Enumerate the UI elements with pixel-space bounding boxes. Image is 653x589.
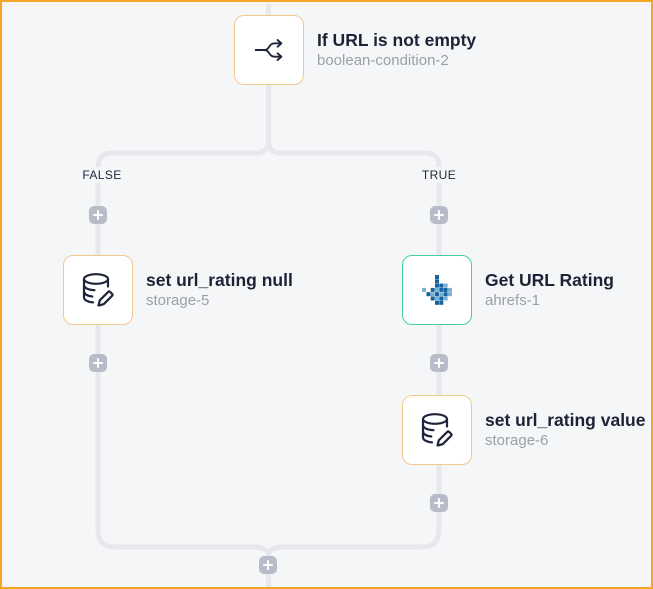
branch-label-true: TRUE bbox=[417, 167, 461, 183]
storage-6-node-box[interactable] bbox=[402, 395, 472, 465]
add-step-button-false-bottom[interactable] bbox=[89, 354, 107, 372]
add-step-button-true-middle[interactable] bbox=[430, 354, 448, 372]
node-storage-5: set url_rating null storage-5 bbox=[63, 255, 293, 325]
database-edit-icon bbox=[421, 413, 453, 447]
node-title: set url_rating null bbox=[146, 269, 293, 290]
branch-split-icon bbox=[254, 39, 283, 61]
node-title: If URL is not empty bbox=[317, 29, 477, 50]
node-subtitle: storage-5 bbox=[146, 291, 210, 309]
node-ahrefs-1: Get URL Rating ahrefs-1 bbox=[402, 255, 614, 325]
ahrefs-icon bbox=[422, 274, 452, 305]
database-edit-icon bbox=[82, 273, 114, 307]
node-storage-6: set url_rating value storage-6 bbox=[402, 395, 645, 465]
node-boolean-condition: If URL is not empty boolean-condition-2 bbox=[234, 15, 476, 85]
ahrefs-node-box[interactable] bbox=[402, 255, 472, 325]
node-subtitle: storage-6 bbox=[485, 431, 549, 449]
branch-label-false: FALSE bbox=[78, 167, 126, 183]
add-step-button-false-top[interactable] bbox=[89, 206, 107, 224]
storage-5-node-box[interactable] bbox=[63, 255, 133, 325]
add-step-button-true-bottom[interactable] bbox=[430, 494, 448, 512]
node-title: Get URL Rating bbox=[485, 269, 614, 290]
node-subtitle: boolean-condition-2 bbox=[317, 51, 449, 69]
boolean-condition-node-box[interactable] bbox=[234, 15, 304, 85]
node-title: set url_rating value bbox=[485, 409, 646, 430]
add-step-button-merge[interactable] bbox=[259, 556, 277, 574]
node-subtitle: ahrefs-1 bbox=[485, 291, 541, 309]
add-step-button-true-top[interactable] bbox=[430, 206, 448, 224]
